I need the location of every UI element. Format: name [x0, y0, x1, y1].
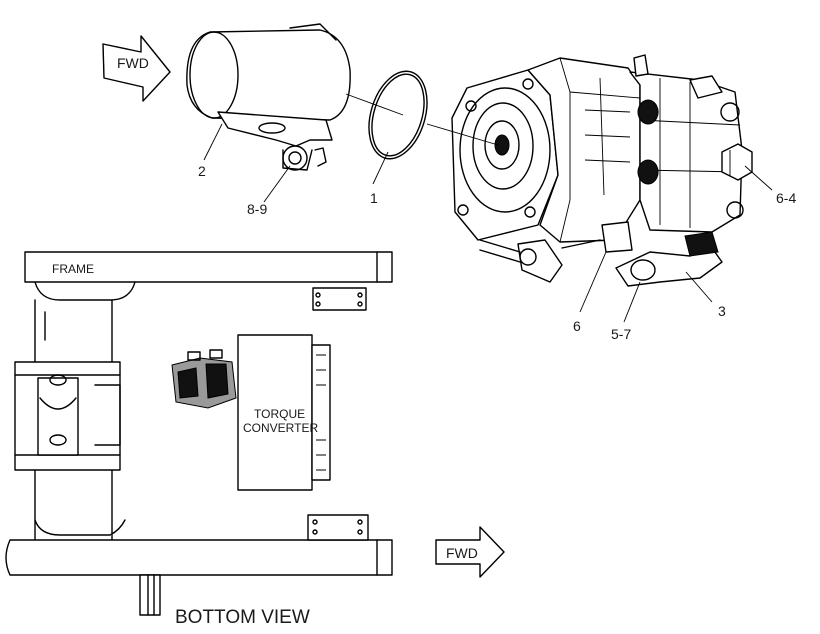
callout-2: 2 — [198, 163, 206, 179]
view-title: BOTTOM VIEW — [175, 607, 310, 628]
callout-6: 6 — [573, 318, 581, 334]
fwd-arrow-icon — [435, 526, 505, 578]
hydraulic-pump-assembly — [451, 54, 753, 287]
callout-8-9: 8-9 — [247, 201, 267, 217]
fwd-arrow-icon — [102, 35, 171, 102]
frame-bottom-view — [5, 251, 393, 616]
callout-6-4: 6-4 — [776, 190, 796, 206]
frame-label: FRAME — [52, 262, 94, 276]
part-2-housing — [186, 23, 351, 171]
fwd-label-bottom: FWD — [446, 545, 478, 561]
pump-location-icon — [171, 349, 237, 409]
part-1-o-ring — [368, 70, 428, 160]
fwd-label-top: FWD — [117, 55, 149, 71]
callout-5-7: 5-7 — [611, 326, 631, 342]
torque-converter-line1: TORQUE — [254, 407, 305, 421]
callout-3: 3 — [718, 303, 726, 319]
leader-lines — [203, 93, 773, 323]
callout-1: 1 — [370, 190, 378, 206]
torque-converter-line2: CONVERTER — [243, 421, 318, 435]
